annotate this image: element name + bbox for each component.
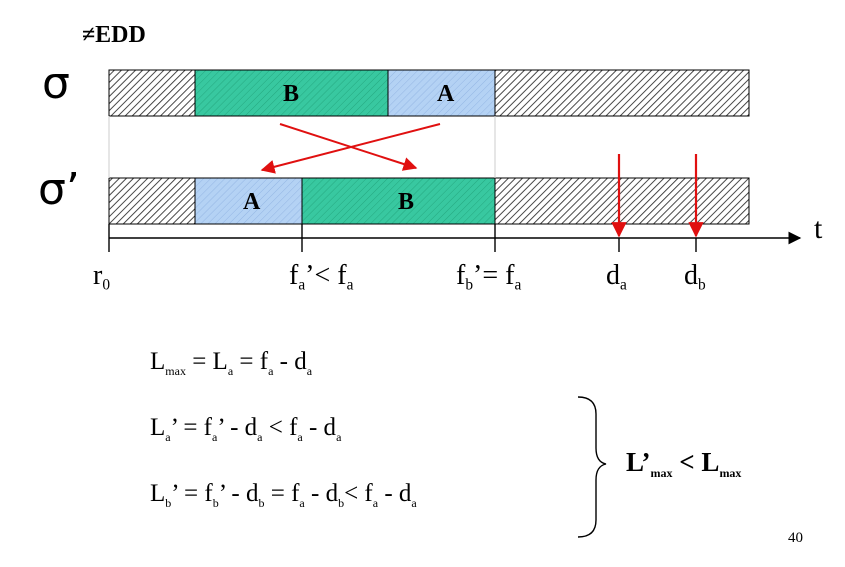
sigma-label: σ [42,58,70,109]
sigma-prime-label: σ’ [38,164,80,215]
sigma-idle-segment-right [494,69,750,117]
neq-edd-label: ≠EDD [82,22,146,48]
time-axis-label: t [814,212,823,245]
fb-prime-eq-fa-label: fb’= fa [456,260,522,294]
sigma-prime-task-a-label: A [243,189,261,215]
swap-arrow-a [260,123,441,174]
sigma-prime-task-a-segment [194,177,303,225]
db-label: db [684,260,706,294]
equation-lmax: Lmax = La = fa - da [150,348,313,378]
equation-la-prime: La’ = fa’ - da < fa - da [150,414,342,444]
da-label: da [606,260,627,294]
right-brace [577,396,607,538]
page-number: 40 [788,530,803,546]
r0-label: r0 [93,260,111,294]
sigma-idle-segment-left [108,69,196,117]
conclusion-lmax: L’max < Lmax [626,447,742,480]
sigma-schedule-bar [108,69,750,117]
sigma-prime-schedule-bar [108,177,750,225]
fa-prime-lt-fa-label: fa’< fa [289,260,354,294]
sigma-prime-task-b-segment [301,177,496,225]
sigma-task-b-label: B [283,81,300,107]
sigma-prime-idle-segment-left [108,177,196,225]
sigma-task-a-segment [387,69,496,117]
sigma-task-b-segment [194,69,389,117]
sigma-prime-task-b-label: B [398,189,415,215]
swap-arrow-b [279,123,418,171]
sigma-task-a-label: A [437,81,455,107]
equation-lb-prime: Lb’ = fb’ - db = fa - db< fa - da [150,480,417,510]
sigma-prime-idle-segment-right [494,177,750,225]
